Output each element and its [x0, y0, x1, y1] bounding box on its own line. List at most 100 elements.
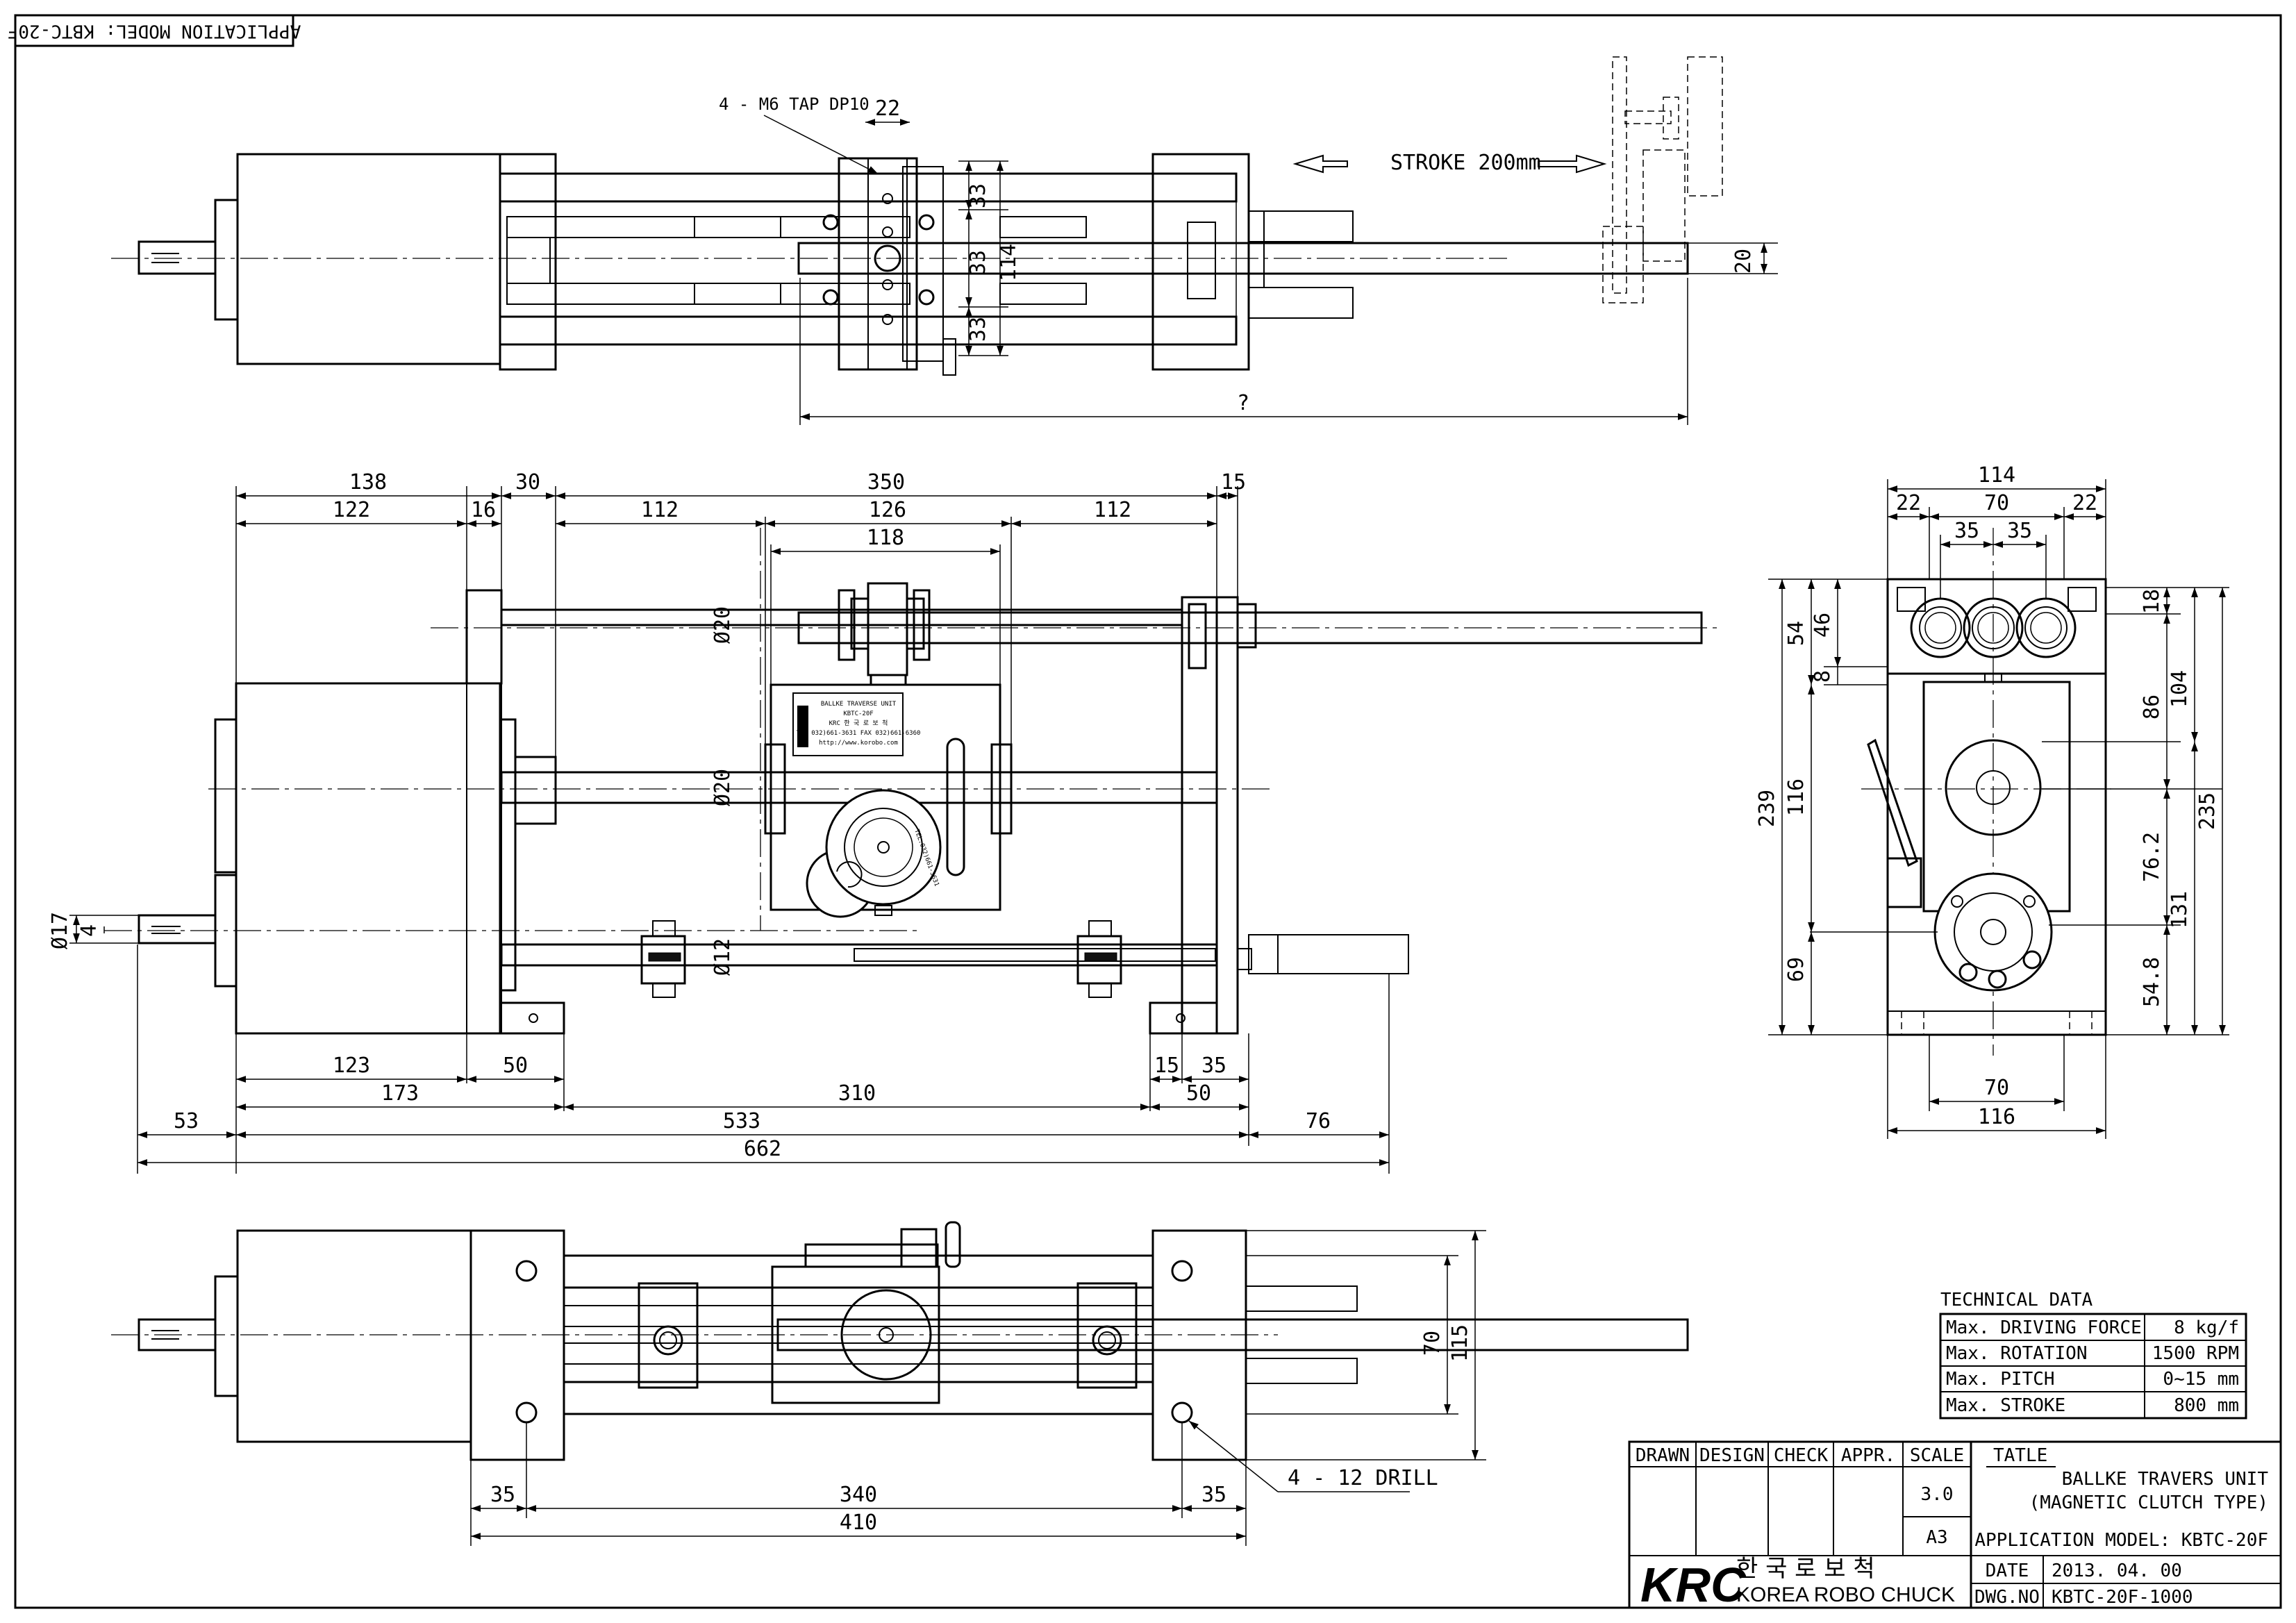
front-dim-112a: 112 [641, 498, 679, 522]
shaft-phi20-middle: Ø20 [710, 769, 735, 806]
front-dim-123: 123 [333, 1054, 370, 1078]
tech-row-label: Max. DRIVING FORCE [1946, 1317, 2142, 1338]
front-dim-phi17: Ø17 [48, 912, 72, 949]
front-dim-4: 4 [77, 924, 101, 937]
company-korean-name: 한 국 로 보 척 [1736, 1555, 1875, 1583]
side-dim-239: 239 [1755, 790, 1779, 827]
tech-row-value: 8 kg/f [2174, 1317, 2239, 1338]
shaft-phi12: Ø12 [710, 938, 735, 976]
front-dim-30: 30 [515, 470, 540, 494]
rod-block-left [640, 920, 686, 998]
dwg-value: KBTC-20F-1000 [2052, 1587, 2193, 1608]
krc-logo: KRC [1640, 1558, 1747, 1612]
application-banner: APPLICATION MODEL: KBTC-20F [8, 14, 301, 47]
clutch-lever [946, 738, 965, 876]
date-label: DATE [1986, 1560, 2029, 1581]
side-dim-116: 116 [1784, 779, 1808, 816]
tech-row-value: 800 mm [2174, 1395, 2239, 1416]
top-dim-114: 114 [997, 244, 1021, 281]
side-dim-131: 131 [2168, 891, 2192, 929]
front-dim-173: 173 [381, 1081, 419, 1106]
title-block: DRAWN DESIGN CHECK APPR. SCALE 3.0 A3 TA… [1628, 1440, 2282, 1612]
bottom-dim-410: 410 [840, 1510, 877, 1535]
sheet-border [14, 14, 2282, 1609]
top-dim-overall: ? [1237, 391, 1249, 415]
front-dim-35: 35 [1201, 1054, 1226, 1078]
drill-hole [1171, 1401, 1193, 1424]
bottom-dim-35b: 35 [1201, 1483, 1226, 1507]
title-line2: (MAGNETIC CLUTCH TYPE) [2029, 1492, 2268, 1513]
bottom-dim-70: 70 [1420, 1331, 1445, 1356]
top-dim-20: 20 [1731, 249, 1756, 274]
front-dim-122: 122 [333, 498, 370, 522]
front-dim-53: 53 [174, 1109, 199, 1133]
side-dim-22a: 22 [1896, 491, 1921, 515]
company-english-name: KOREA ROBO CHUCK [1736, 1583, 1955, 1606]
side-dim-54: 54 [1784, 621, 1808, 646]
drill-hole [1171, 1260, 1193, 1282]
nameplate-line1: KBTC-20F [843, 710, 873, 717]
motor-body-top [236, 153, 501, 365]
side-dim-35b: 35 [2007, 519, 2032, 543]
scale-value: 3.0 [1921, 1484, 1954, 1505]
front-dim-50a: 50 [503, 1054, 528, 1078]
side-dim-76-2: 76.2 [2140, 832, 2164, 882]
tech-row-label: Max. ROTATION [1946, 1343, 2088, 1364]
date-value: 2013. 04. 00 [2052, 1560, 2182, 1581]
front-dim-533: 533 [723, 1109, 760, 1133]
top-dim-33a: 33 [966, 183, 990, 208]
tech-row-label: Max. PITCH [1946, 1369, 2055, 1390]
tech-row-value: 1500 RPM [2152, 1343, 2239, 1364]
front-dim-662: 662 [744, 1137, 781, 1161]
header-appr: APPR. [1841, 1445, 1895, 1466]
motor-body-bottom [236, 1229, 472, 1443]
technical-data-title: TECHNICAL DATA [1940, 1290, 2093, 1310]
side-dim-69: 69 [1784, 957, 1808, 982]
bottom-dim-115: 115 [1448, 1324, 1472, 1362]
front-dim-15: 15 [1221, 470, 1246, 494]
front-dim-15b: 15 [1154, 1054, 1179, 1078]
side-dim-70: 70 [1984, 491, 2009, 515]
side-dim-104: 104 [2168, 670, 2192, 708]
bottom-dim-340: 340 [840, 1483, 877, 1507]
header-drawn: DRAWN [1636, 1445, 1690, 1466]
side-dial [1933, 872, 2053, 992]
nameplate-line3: TEL 032)661-3631 FAX 032)661-6360 [797, 730, 921, 737]
header-design: DESIGN [1699, 1445, 1765, 1466]
side-dim-35a: 35 [1954, 519, 1979, 543]
dwg-label: DWG.NO [1974, 1587, 2040, 1608]
shaft-phi20-upper: Ø20 [710, 606, 735, 644]
rod-block-right [1076, 920, 1122, 998]
front-dim-76: 76 [1306, 1109, 1331, 1133]
side-dim-116-bottom: 116 [1978, 1105, 2015, 1129]
nameplate-line4: http://www.korobo.com [819, 740, 898, 747]
side-rod-circles [1910, 597, 2077, 658]
side-dim-18: 18 [2140, 589, 2164, 614]
technical-data-table: TECHNICAL DATA Max. DRIVING FORCE 8 kg/f… [1939, 1290, 2247, 1420]
drill-note: 4 - 12 DRILL [1288, 1466, 1438, 1490]
motor-shaft-top [138, 240, 217, 275]
front-dim-310: 310 [838, 1081, 876, 1106]
motor-body-front [235, 682, 501, 1035]
side-dim-235: 235 [2195, 792, 2220, 830]
tech-row-value: 0~15 mm [2163, 1369, 2239, 1390]
drill-hole [515, 1260, 538, 1282]
header-check: CHECK [1774, 1445, 1829, 1466]
top-view: 4 - M6 TAP DP10 22 33 33 33 114 STROKE 2… [111, 56, 1778, 425]
motor-shaft-front [138, 914, 217, 944]
front-dim-112b: 112 [1094, 498, 1131, 522]
title-line1: BALLKE TRAVERS UNIT [2062, 1469, 2269, 1490]
side-dim-54-8: 54.8 [2140, 957, 2164, 1007]
side-dim-46: 46 [1811, 613, 1835, 638]
front-dim-16: 16 [471, 498, 496, 522]
traverse-housing [770, 683, 1001, 911]
side-dim-86: 86 [2140, 694, 2164, 719]
stroke-label: STROKE 200mm [1390, 151, 1541, 175]
paper-size: A3 [1926, 1527, 1947, 1548]
drill-hole [515, 1401, 538, 1424]
top-dim-22: 22 [875, 97, 900, 121]
side-dim-114: 114 [1978, 463, 2015, 488]
top-dim-33b: 33 [966, 250, 990, 275]
pitch-dial: TEL:032)661-3631 [806, 789, 942, 918]
top-dim-33c: 33 [966, 317, 990, 342]
